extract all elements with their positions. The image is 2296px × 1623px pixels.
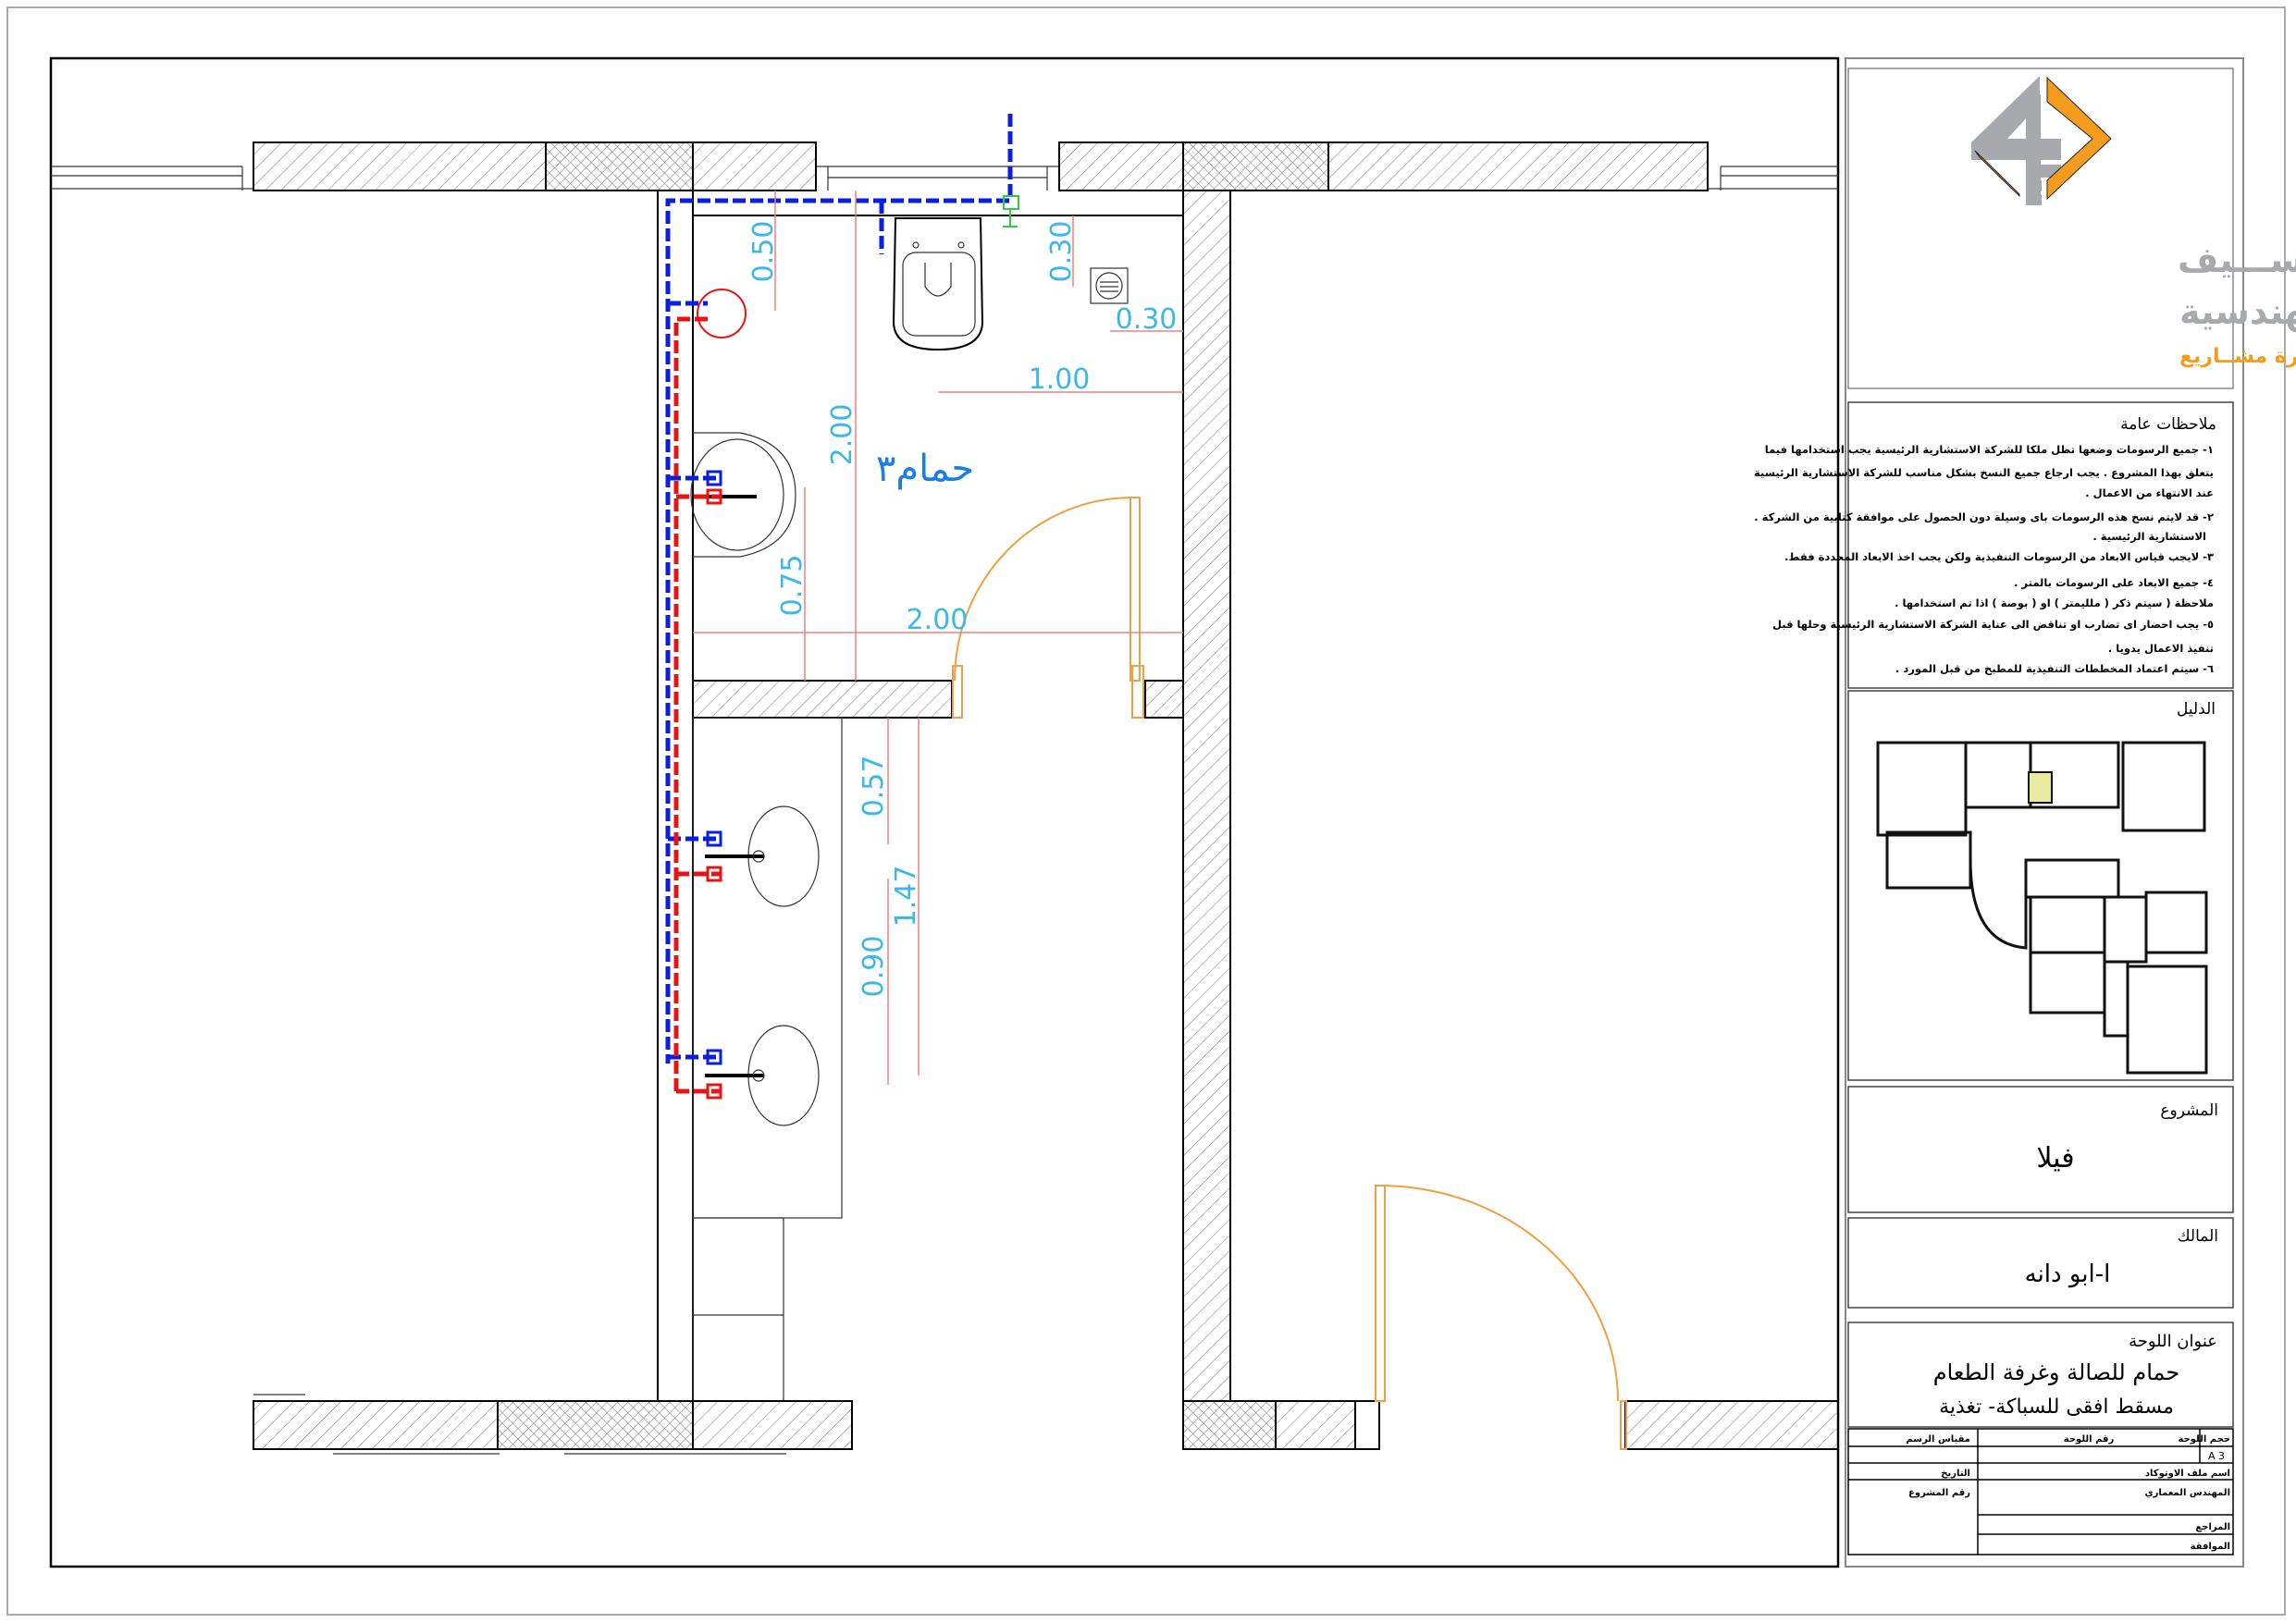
partition-wall-left	[657, 190, 694, 1402]
dim-vanity-span: 0.90	[858, 936, 890, 998]
notes-title: ملاحظات عامة	[2120, 415, 2216, 434]
company-name-line1: عبد العـــزيز الســـيف	[2178, 240, 2296, 280]
project-no-label: رقم المشروع	[1908, 1488, 1970, 1498]
note-line: ٣- لايجب قياس الابعاد من الرسومات التنفي…	[1784, 550, 2214, 564]
wall-right	[1182, 190, 1231, 1402]
scale-label: مقياس الرسم	[1906, 1434, 1970, 1445]
approval-label: الموافقة	[2191, 1542, 2230, 1552]
dim-room-width: 2.00	[907, 604, 969, 636]
vanity-basin	[705, 805, 820, 907]
column	[497, 1400, 694, 1450]
floor-plan: 0.50 0.30 0.30 1.00 2.00 0.75 2.00 0.57 …	[51, 114, 1839, 1455]
note-line: ١- جميع الرسومات وضعها تظل ملكا للشركة ا…	[1765, 443, 2214, 457]
dim-wc-offset: 0.50	[747, 221, 780, 283]
owner-panel: المالك ا-ابو دانه	[1847, 1217, 2234, 1309]
note-line: ٥- يجب احضار اى تضارب او تناقض الى عناية…	[1772, 618, 2214, 632]
project-value: فيلا	[2036, 1142, 2074, 1174]
dim-drain-offset-v: 0.30	[1045, 221, 1078, 283]
wall	[253, 141, 547, 191]
key-plan: الدليل	[1847, 690, 2234, 1081]
cold-water-pipes	[665, 114, 1019, 1064]
door-lower	[1375, 1185, 1627, 1450]
dim-basin-offset: 0.75	[776, 555, 809, 617]
room-label: حمام٣	[876, 448, 974, 490]
project-label: المشروع	[2160, 1101, 2218, 1120]
logo-panel: عبد العـــزيز الســـيف للإستشارات الهندس…	[1847, 68, 2296, 389]
owner-value: ا-ابو دانه	[2025, 1260, 2111, 1288]
owner-label: المالك	[2178, 1227, 2218, 1246]
vanity-counter	[692, 717, 843, 1219]
sheet-title-panel: عنوان اللوحة حمام للصالة وغرفة الطعام مس…	[1847, 1322, 2234, 1428]
toilet	[892, 217, 984, 351]
sheet-title-line1: حمام للصالة وغرفة الطعام	[1933, 1359, 2179, 1385]
floor-drain	[1090, 267, 1129, 304]
project-panel: المشروع فيلا	[1847, 1086, 2234, 1213]
company-name-line2: للإستشارات الهندسية	[2179, 291, 2296, 332]
note-line: الاستشارية الرئيسية .	[2092, 530, 2206, 543]
dim-drain-offset-h: 0.30	[1116, 303, 1178, 336]
company-logo	[1971, 76, 2112, 205]
wall	[1327, 141, 1709, 191]
reviewer-label: المراجع	[2195, 1522, 2230, 1532]
note-line: ٦- سيتم اعتماد المخططات التنفيذية للمطبخ…	[1895, 662, 2214, 676]
window-left	[51, 166, 253, 191]
date-label: التاريخ	[1941, 1469, 1970, 1479]
sheet-no-label: رقم اللوحة	[2064, 1434, 2115, 1445]
outer-border	[6, 6, 2286, 1616]
title-block-frame	[1845, 57, 2244, 1568]
architect-label: المهندس المعماري	[2144, 1488, 2230, 1498]
wall	[692, 141, 817, 191]
bidet-spray-icon	[697, 289, 747, 338]
note-line: يتعلق بهذا المشروع . يجب ارجاع جميع النس…	[1754, 466, 2214, 480]
wall	[1624, 1400, 1839, 1450]
hot-water-pipes	[673, 316, 720, 1094]
sheet-title-line2: مسقط افقى للسباكة- تغذية	[1939, 1396, 2174, 1419]
note-line: ٢- قد لايتم نسخ هذه الرسومات باى وسيلة د…	[1754, 510, 2214, 524]
drawing-frame	[49, 56, 1840, 1568]
cad-file-label: اسم ملف الاوتوكاد	[2145, 1469, 2230, 1479]
dim-vanity-basin2: 1.47	[890, 866, 922, 928]
dim-vanity-basin1: 0.57	[858, 756, 890, 818]
note-line: ٤- جميع الابعاد على الرسومات بالمتر .	[2014, 576, 2214, 590]
vanity-basin	[705, 1025, 820, 1126]
wall	[692, 680, 953, 719]
wall	[1275, 1400, 1356, 1450]
title-table: مقياس الرسم رقم اللوحة حجم اللوحة A 3 ال…	[1847, 1428, 2234, 1555]
door-bath	[952, 497, 1144, 719]
column	[1182, 1400, 1277, 1450]
sheet-size-value: A 3	[2208, 1450, 2225, 1462]
company-tagline: تصــميم - إشــراف - إدارة مشــاريع	[2179, 345, 2296, 368]
wall	[253, 1400, 499, 1450]
note-line: ملاحظة ( سيتم ذكر ( ملليمتر ) او ( بوصة …	[1895, 596, 2214, 610]
note-line: تنفيذ الاعمال يدويا .	[2108, 642, 2214, 656]
dimension-lines	[693, 191, 1183, 1085]
sheet-title-label: عنوان اللوحة	[2129, 1332, 2217, 1351]
note-line: عند الانتهاء من الاعمال .	[2085, 486, 2214, 499]
dim-room-depth: 2.00	[826, 404, 858, 466]
sheet-size-label: حجم اللوحة	[2178, 1434, 2230, 1445]
general-notes: ملاحظات عامة ١- جميع الرسومات وضعها تظل …	[1754, 401, 2234, 689]
wall	[1144, 680, 1184, 719]
window-right	[1708, 166, 1838, 191]
wall	[1058, 141, 1184, 191]
current-room-highlight	[2028, 771, 2053, 804]
cabinet	[692, 1217, 784, 1402]
valve-icons	[706, 470, 722, 1100]
dim-wc-center: 1.00	[1029, 363, 1091, 396]
key-plan-title: الدليل	[2177, 700, 2216, 719]
column	[1182, 141, 1329, 191]
wall	[692, 1400, 853, 1450]
window-bath	[816, 166, 1059, 191]
column	[545, 141, 694, 191]
